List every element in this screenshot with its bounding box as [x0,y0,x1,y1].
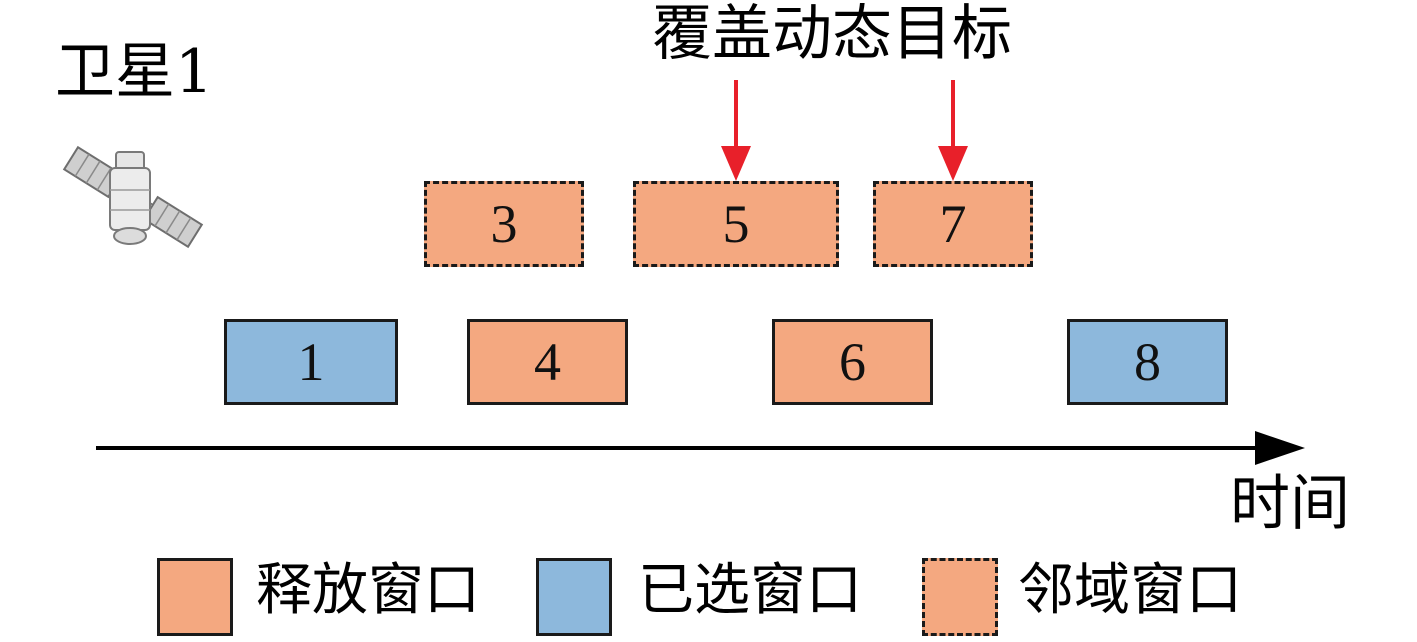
legend-swatch-selected [536,558,612,636]
legend-label-released: 释放窗口 [256,558,480,623]
window-5: 5 [633,181,839,267]
legend-swatch-released [157,558,233,636]
window-5-label: 5 [722,194,750,254]
window-8: 8 [1067,319,1228,405]
annotation-label: 覆盖动态目标 [652,0,1012,69]
window-4: 4 [467,319,628,405]
window-8-label: 8 [1134,332,1161,392]
arrow-right-icon [96,431,1305,465]
window-6: 6 [772,319,933,405]
legend-label-neighborhood: 邻域窗口 [1018,558,1242,623]
target-arrow-5 [721,80,751,181]
window-6-label: 6 [839,332,866,392]
window-7: 7 [873,181,1033,267]
legend-label-selected: 已选窗口 [638,558,862,623]
legend-swatch-neighborhood [922,558,998,636]
window-7-label: 7 [939,194,967,254]
time-axis-label: 时间 [1230,469,1350,539]
window-4-label: 4 [534,332,561,392]
window-1-label: 1 [297,332,325,392]
window-3-label: 3 [490,194,518,254]
window-3: 3 [424,181,584,267]
satellite-icon [62,145,204,249]
target-arrow-7 [938,80,968,181]
window-1: 1 [224,319,398,405]
satellite-label: 卫星1 [55,37,214,107]
